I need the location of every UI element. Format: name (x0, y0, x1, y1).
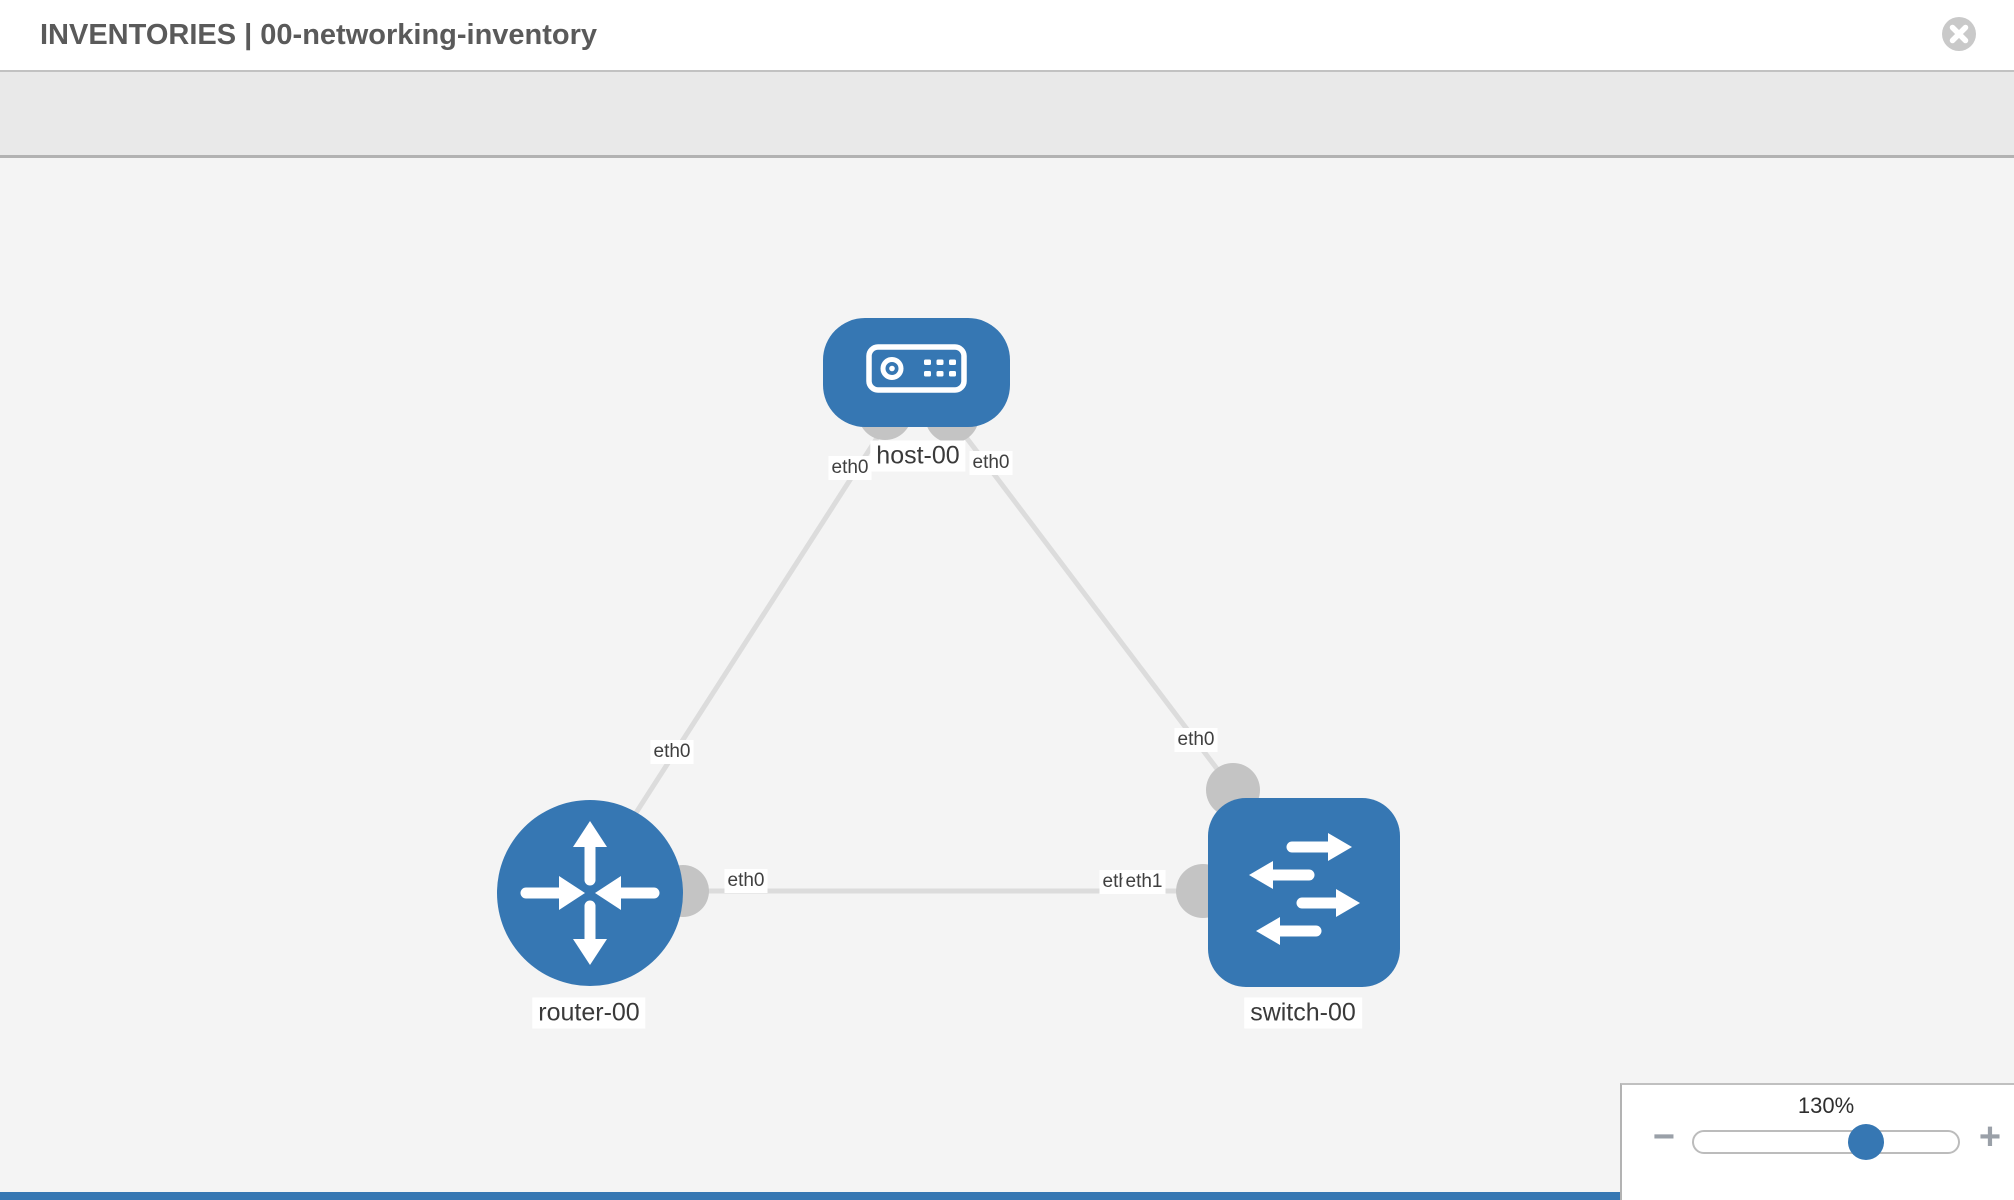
zoom-slider-track[interactable] (1692, 1124, 1960, 1160)
zoom-out-button[interactable]: − (1652, 1116, 1676, 1158)
node-label-host: host-00 (870, 440, 966, 472)
zoom-panel: 130% − + (1620, 1083, 2014, 1200)
interface-label-router-eth0: eth0 (724, 869, 768, 893)
interface-label-switch-eth0: eth0 (1174, 728, 1218, 752)
node-label-switch: switch-00 (1244, 997, 1362, 1029)
node-router-00[interactable] (497, 800, 683, 986)
router-icon (520, 821, 660, 965)
zoom-in-button[interactable]: + (1978, 1116, 2002, 1158)
interface-label-router-eth0: eth0 (650, 740, 694, 764)
toolbar: ACTIONS SEARCH (0, 70, 2014, 214)
interface-label-host-eth0: eth0 (828, 456, 872, 480)
interface-label-switch-eth1: eth1 (1122, 870, 1166, 894)
header: INVENTORIES | 00-networking-inventory (0, 0, 2014, 70)
close-button[interactable] (1939, 14, 1979, 54)
node-switch-00[interactable] (1208, 798, 1400, 987)
bottom-accent-bar (0, 1192, 1620, 1200)
close-icon (1942, 17, 1976, 51)
zoom-level: 130% (1797, 1093, 1855, 1118)
topology-links (604, 411, 1235, 894)
host-icon (866, 344, 967, 393)
node-label-router: router-00 (532, 997, 646, 1029)
zoom-slider-thumb[interactable] (1848, 1124, 1884, 1160)
node-host-00[interactable] (823, 318, 1010, 427)
switch-icon (1249, 833, 1360, 945)
page-title: INVENTORIES | 00-networking-inventory (40, 19, 598, 51)
topology-canvas[interactable]: host-00 router-00 switch-00 eth0 eth0 et… (0, 158, 2014, 1200)
interface-label-host-eth0: eth0 (969, 451, 1013, 475)
